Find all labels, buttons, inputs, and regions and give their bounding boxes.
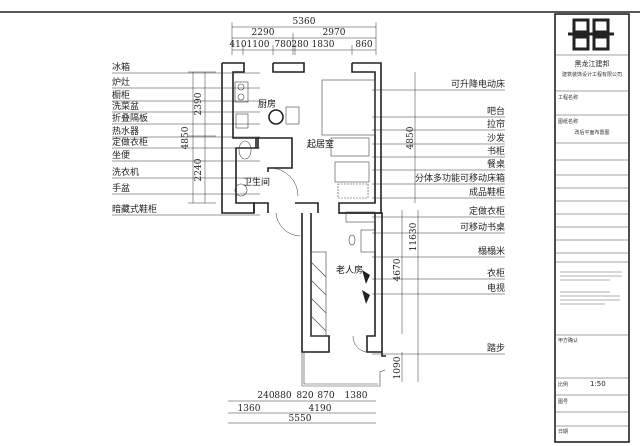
dining-table: [268, 109, 284, 125]
right-label: 拉帘: [487, 118, 505, 130]
dim-left-1: 2390: [194, 92, 204, 115]
sink: [235, 113, 249, 129]
company-logo: [568, 18, 614, 51]
right-label: 榻榻米: [478, 245, 505, 257]
scale-value: 1:50: [590, 380, 606, 388]
left-label: 热水器: [112, 125, 139, 137]
dim-detail-3: 780: [274, 40, 291, 50]
dim-detail-1: 410: [229, 40, 246, 50]
dim-detail-5: 1830: [312, 40, 335, 50]
left-label: 冰箱: [112, 61, 130, 73]
right-label: 餐桌: [487, 158, 505, 170]
dim-left-2: 2240: [194, 158, 204, 181]
dim-top-1: 2290: [252, 28, 275, 38]
drawing-number-label: 图号: [558, 399, 568, 405]
dim-bottom-2: 880: [274, 391, 291, 401]
scale-label: 比例: [558, 381, 568, 388]
right-label: 分体多功能可移动床箱: [415, 172, 505, 184]
dim-left-total: 4850: [181, 126, 191, 149]
dim-top-total: 5360: [293, 17, 316, 27]
right-label: 衣柜: [487, 267, 505, 279]
left-label: 洗菜盆: [112, 100, 139, 112]
left-dimensions: 4850 2390 2240: [181, 71, 216, 204]
dim-bottom-sub-1: 1360: [238, 404, 261, 414]
right-dimensions: 4850 11630 4670 1090: [393, 72, 419, 382]
room-kitchen: 厨房: [258, 98, 276, 110]
company-full-name: 建筑装饰设计工程有限公司: [562, 71, 622, 78]
right-label: 成品鞋柜: [469, 186, 505, 198]
dim-right-total: 11630: [409, 222, 419, 251]
right-label: 沙发: [487, 132, 505, 144]
dim-right-step: 1090: [393, 356, 403, 379]
right-label: 定做衣柜: [469, 205, 505, 217]
room-elder: 老人房: [336, 264, 363, 276]
right-label: 吧台: [487, 105, 505, 117]
stove: [234, 81, 249, 103]
bottom-dimensions: 240 880 820 870 1380 1360 4190 5550: [228, 391, 376, 424]
toilet: [238, 140, 252, 160]
drawing-label: 图纸名称: [558, 118, 578, 125]
fixtures-upper: [234, 79, 376, 237]
dim-bottom-1: 240: [257, 391, 274, 401]
left-label: 定做衣柜: [112, 136, 148, 148]
desk: [360, 229, 376, 253]
title-block: 黑龙江建邦 建筑装饰设计工程有限公司 工程名称 图纸名称 改后平面布置图 甲方确…: [555, 18, 629, 435]
date-label: 日期: [558, 429, 568, 435]
dim-detail-2: 1100: [247, 40, 270, 50]
right-label: 踏步: [487, 342, 505, 354]
left-label: 手盆: [112, 182, 130, 194]
dim-detail-6: 860: [355, 40, 372, 50]
right-label: 电视: [487, 282, 505, 294]
dim-bottom-sub-2: 4190: [309, 404, 332, 414]
left-label: 炉灶: [112, 76, 130, 88]
washbasin: [234, 183, 248, 197]
right-labels: 可升降电动床吧台拉帘沙发书柜餐桌分体多功能可移动床箱成品鞋柜定做衣柜可移动书桌榻…: [372, 78, 505, 355]
dim-bottom-3: 820: [296, 391, 313, 401]
dim-bottom-5: 1380: [345, 391, 368, 401]
left-label: 暗藏式鞋柜: [112, 203, 157, 215]
left-label: 洗衣机: [112, 166, 139, 178]
bed-box: [334, 161, 370, 183]
lift-bed: [321, 79, 376, 136]
dim-right-upper: 4850: [406, 126, 416, 149]
right-label: 书柜: [487, 145, 505, 157]
drawing-name: 改后平面布置图: [574, 129, 609, 136]
right-label: 可移动书桌: [460, 221, 505, 233]
right-label: 可升降电动床: [451, 78, 505, 90]
company-name: 黑龙江建邦: [575, 59, 610, 68]
project-label: 工程名称: [558, 94, 578, 101]
fixtures-lower: [310, 211, 376, 353]
dim-bottom-4: 870: [317, 391, 334, 401]
sofa: [330, 137, 370, 157]
dim-detail-4: 280: [291, 40, 308, 50]
dim-top-2: 2970: [323, 28, 346, 38]
plant-decor: [362, 270, 370, 304]
dim-right-lower: 4670: [393, 258, 403, 281]
door-swing: [269, 167, 299, 197]
client-confirm-label: 甲方确认: [558, 337, 578, 344]
tatami-wardrobe: [310, 251, 327, 337]
room-living: 起居室: [307, 138, 334, 150]
room-bathroom: 卫生间: [243, 176, 270, 188]
title-block-frame: [554, 13, 630, 443]
left-label: 橱柜: [112, 89, 130, 101]
top-dimensions: 5360 2290 2970 410 1100 780 280 1830 860: [229, 17, 377, 55]
left-label: 坐便: [112, 149, 130, 161]
lower-unit-walls: [301, 212, 386, 387]
dim-bottom-total: 5550: [289, 414, 312, 424]
left-label: 折叠隔板: [112, 112, 148, 124]
